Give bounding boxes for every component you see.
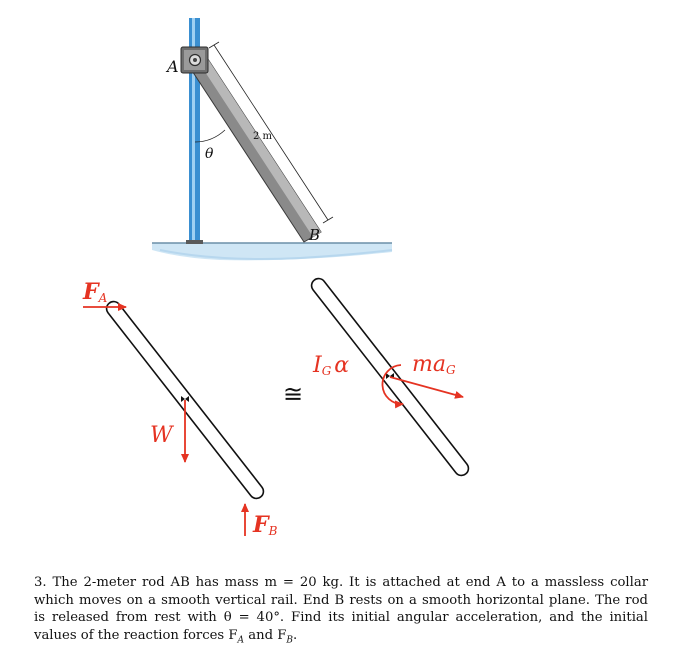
problem-statement: 3. The 2-meter rod AB has mass m = 20 kg…	[34, 574, 648, 650]
problem-conj: and F	[244, 627, 287, 643]
label-b: B	[308, 226, 320, 244]
physical-setup: A 2 m θ B	[152, 18, 393, 261]
problem-end: .	[292, 627, 298, 643]
problem-sub-b: B	[286, 635, 293, 646]
mass-accel-arrow	[389, 376, 464, 399]
problem-number: 3.	[34, 575, 47, 590]
problem-sub-a: A	[237, 635, 245, 646]
angle-arc	[194, 129, 226, 143]
label-length: 2 m	[253, 131, 273, 142]
free-body-diagram: FA W FB	[82, 279, 278, 538]
equivalence-sign: ≅	[283, 380, 303, 408]
label-theta: θ	[205, 146, 214, 162]
force-a-label: FA	[82, 279, 108, 305]
label-a: A	[165, 57, 179, 76]
weight-label: W	[150, 423, 175, 448]
mass-accel-label: maG	[412, 352, 456, 377]
floor	[152, 243, 392, 261]
center-of-mass-icon	[181, 396, 189, 402]
force-b-label: FB	[252, 512, 278, 538]
problem-text: The 2-meter rod AB has mass m = 20 kg. I…	[34, 575, 648, 643]
angular-accel-arc	[381, 364, 404, 409]
length-dimension	[208, 41, 334, 224]
figure: A 2 m θ B FA W FB	[82, 18, 470, 538]
vertical-rail	[186, 18, 203, 244]
collar-a	[180, 46, 209, 74]
